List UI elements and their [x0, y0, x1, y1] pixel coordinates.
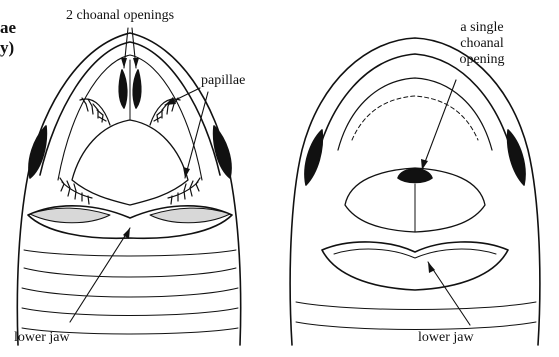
left-eye-left	[29, 126, 46, 178]
arrowhead-choanal-left	[121, 58, 127, 68]
label-two-choanal-openings: 2 choanal openings	[66, 8, 174, 23]
left-lower-jaw-shading-right	[150, 208, 230, 223]
right-lower-jaw	[322, 242, 508, 290]
left-eye-right	[214, 126, 231, 178]
label-lower-jaw-right: lower jaw	[418, 330, 474, 345]
leader-papillae-lower	[185, 92, 208, 178]
left-lower-jaw-shading-left	[30, 208, 110, 223]
label-papillae: papillae	[201, 73, 245, 88]
label-single-choanal-line1: a single	[442, 20, 522, 35]
leader-jaw-left	[70, 228, 130, 322]
left-choanal-opening-right	[133, 70, 141, 108]
right-palate-dashed	[352, 96, 478, 140]
right-choanal-opening	[398, 169, 432, 183]
label-single-choanal-line3: opening	[442, 52, 522, 67]
right-eye-left	[305, 130, 322, 185]
label-single-choanal-line2: choanal	[442, 36, 522, 51]
right-eye-right	[508, 130, 525, 185]
right-throat-folds	[296, 302, 536, 330]
label-lower-jaw-left: lower jaw	[14, 330, 70, 345]
left-mouth-cavity	[72, 120, 188, 205]
right-palate-rim	[338, 78, 492, 150]
leader-choanal-single	[422, 80, 456, 170]
heading-fragment-line2: y)	[0, 38, 14, 57]
left-throat-folds	[22, 250, 238, 334]
left-papillae-lower	[60, 178, 200, 204]
arrow-heads	[121, 58, 435, 273]
arrowhead-choanal-right	[133, 58, 139, 68]
right-lower-jaw-inner	[334, 249, 496, 258]
left-choanal-opening-left	[119, 70, 127, 108]
leader-jaw-right	[428, 262, 470, 325]
right-head-drawing	[290, 38, 540, 345]
heading-fragment-line1: ae	[0, 18, 16, 37]
